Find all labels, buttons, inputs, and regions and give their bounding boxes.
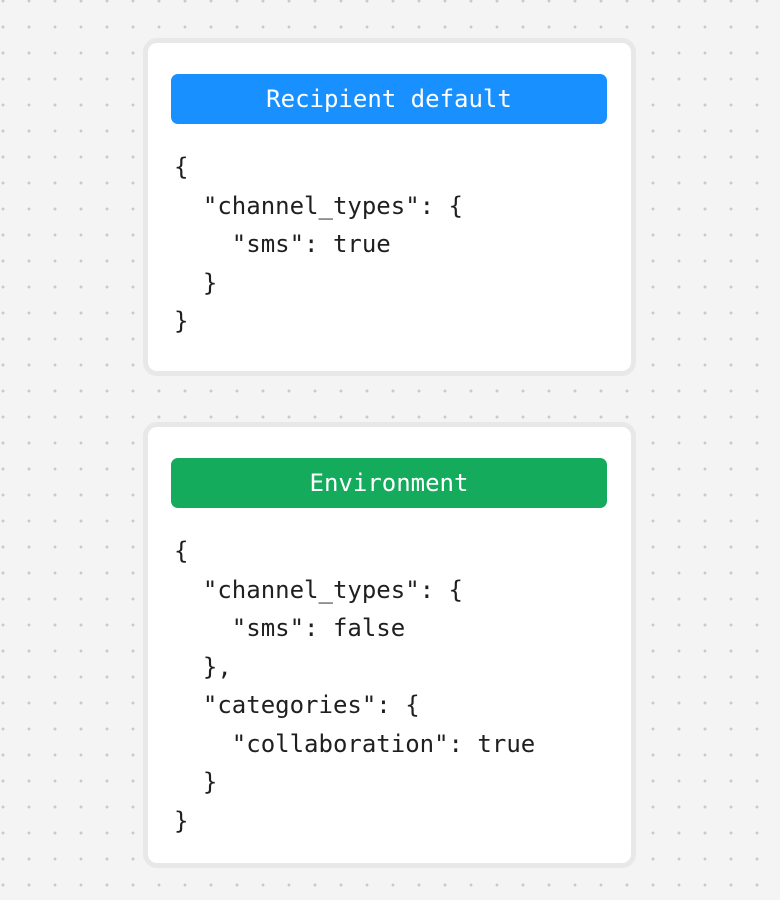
json-body-recipient-default: { "channel_types": { "sms": true }} xyxy=(174,148,463,341)
json-line: }, xyxy=(174,652,232,681)
card-header-environment: Environment xyxy=(171,458,607,508)
json-line: } xyxy=(174,307,189,335)
card-header-recipient-default: Recipient default xyxy=(171,74,607,124)
json-line: } xyxy=(174,268,218,297)
json-line: "categories": { xyxy=(174,691,420,719)
json-line: } xyxy=(174,768,218,796)
json-line: { xyxy=(174,153,189,181)
json-line: "sms": true xyxy=(174,230,391,258)
json-line: "channel_types": { xyxy=(174,191,463,220)
card-title-recipient-default: Recipient default xyxy=(266,85,512,113)
card-environment[interactable]: Environment { "channel_types": { "sms": … xyxy=(143,422,636,868)
json-line: "sms": false xyxy=(174,614,406,642)
json-line: } xyxy=(174,806,189,835)
card-recipient-default[interactable]: Recipient default { "channel_types": { "… xyxy=(143,38,636,376)
json-line: { xyxy=(174,537,189,565)
json-line: "channel_types": { xyxy=(174,575,463,604)
json-body-environment: { "channel_types": { "sms": false }, "ca… xyxy=(174,532,535,840)
json-line: "collaboration": true xyxy=(174,729,536,758)
card-title-environment: Environment xyxy=(309,469,469,497)
